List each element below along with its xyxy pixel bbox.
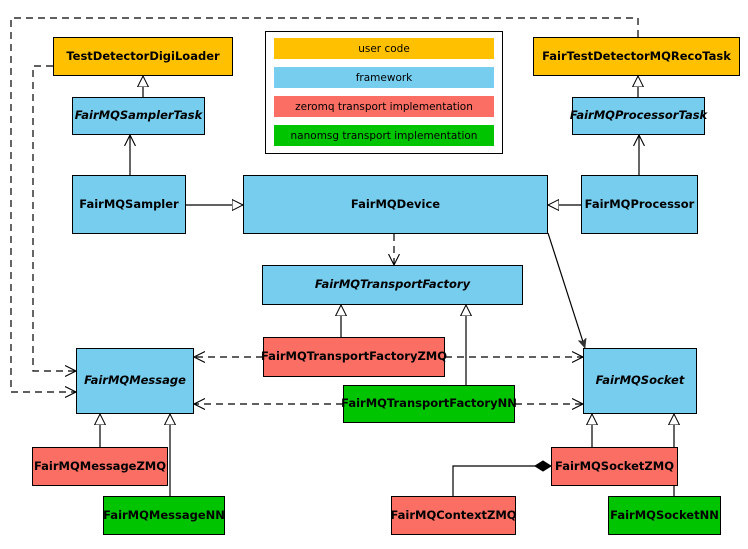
- class-box-FairMQDevice[interactable]: FairMQDevice: [243, 175, 548, 234]
- class-box-FairMQSamplerTask[interactable]: FairMQSamplerTask: [72, 97, 205, 135]
- legend-item-nanomsg: nanomsg transport implementation: [274, 125, 494, 146]
- edge-e-digiloader-message: [32, 65, 76, 371]
- class-box-FairMQMessageNN[interactable]: FairMQMessageNN: [103, 496, 225, 535]
- class-box-FairMQSocketZMQ[interactable]: FairMQSocketZMQ: [551, 447, 678, 486]
- class-box-FairMQMessage[interactable]: FairMQMessage: [76, 348, 194, 414]
- class-box-FairMQTransportFactoryNN[interactable]: FairMQTransportFactoryNN: [341, 385, 517, 423]
- class-box-FairMQProcessor[interactable]: FairMQProcessor: [581, 175, 698, 234]
- class-box-FairMQProcessorTask[interactable]: FairMQProcessorTask: [570, 97, 707, 135]
- class-box-FairMQSampler[interactable]: FairMQSampler: [72, 175, 186, 234]
- edge-e-device-socket: [547, 232, 585, 348]
- legend-item-user_code: user code: [274, 38, 494, 59]
- class-box-FairMQContextZMQ[interactable]: FairMQContextZMQ: [390, 496, 517, 535]
- class-box-FairMQMessageZMQ[interactable]: FairMQMessageZMQ: [32, 447, 168, 486]
- class-box-FairMQSocketNN[interactable]: FairMQSocketNN: [608, 496, 721, 535]
- legend-item-framework: framework: [274, 67, 494, 88]
- class-box-FairMQTransportFactoryZMQ[interactable]: FairMQTransportFactoryZMQ: [261, 337, 447, 377]
- class-box-TestDetectorDigiLoader[interactable]: TestDetectorDigiLoader: [53, 37, 233, 76]
- class-box-FairTestDetectorMQRecoTask[interactable]: FairTestDetectorMQRecoTask: [533, 37, 740, 76]
- legend-item-zeromq: zeromq transport implementation: [274, 96, 494, 117]
- class-box-FairMQSocket[interactable]: FairMQSocket: [583, 348, 697, 414]
- edge-e-contextzmq-socketzmq: [452, 460, 552, 496]
- class-box-FairMQTransportFactory[interactable]: FairMQTransportFactory: [262, 265, 523, 305]
